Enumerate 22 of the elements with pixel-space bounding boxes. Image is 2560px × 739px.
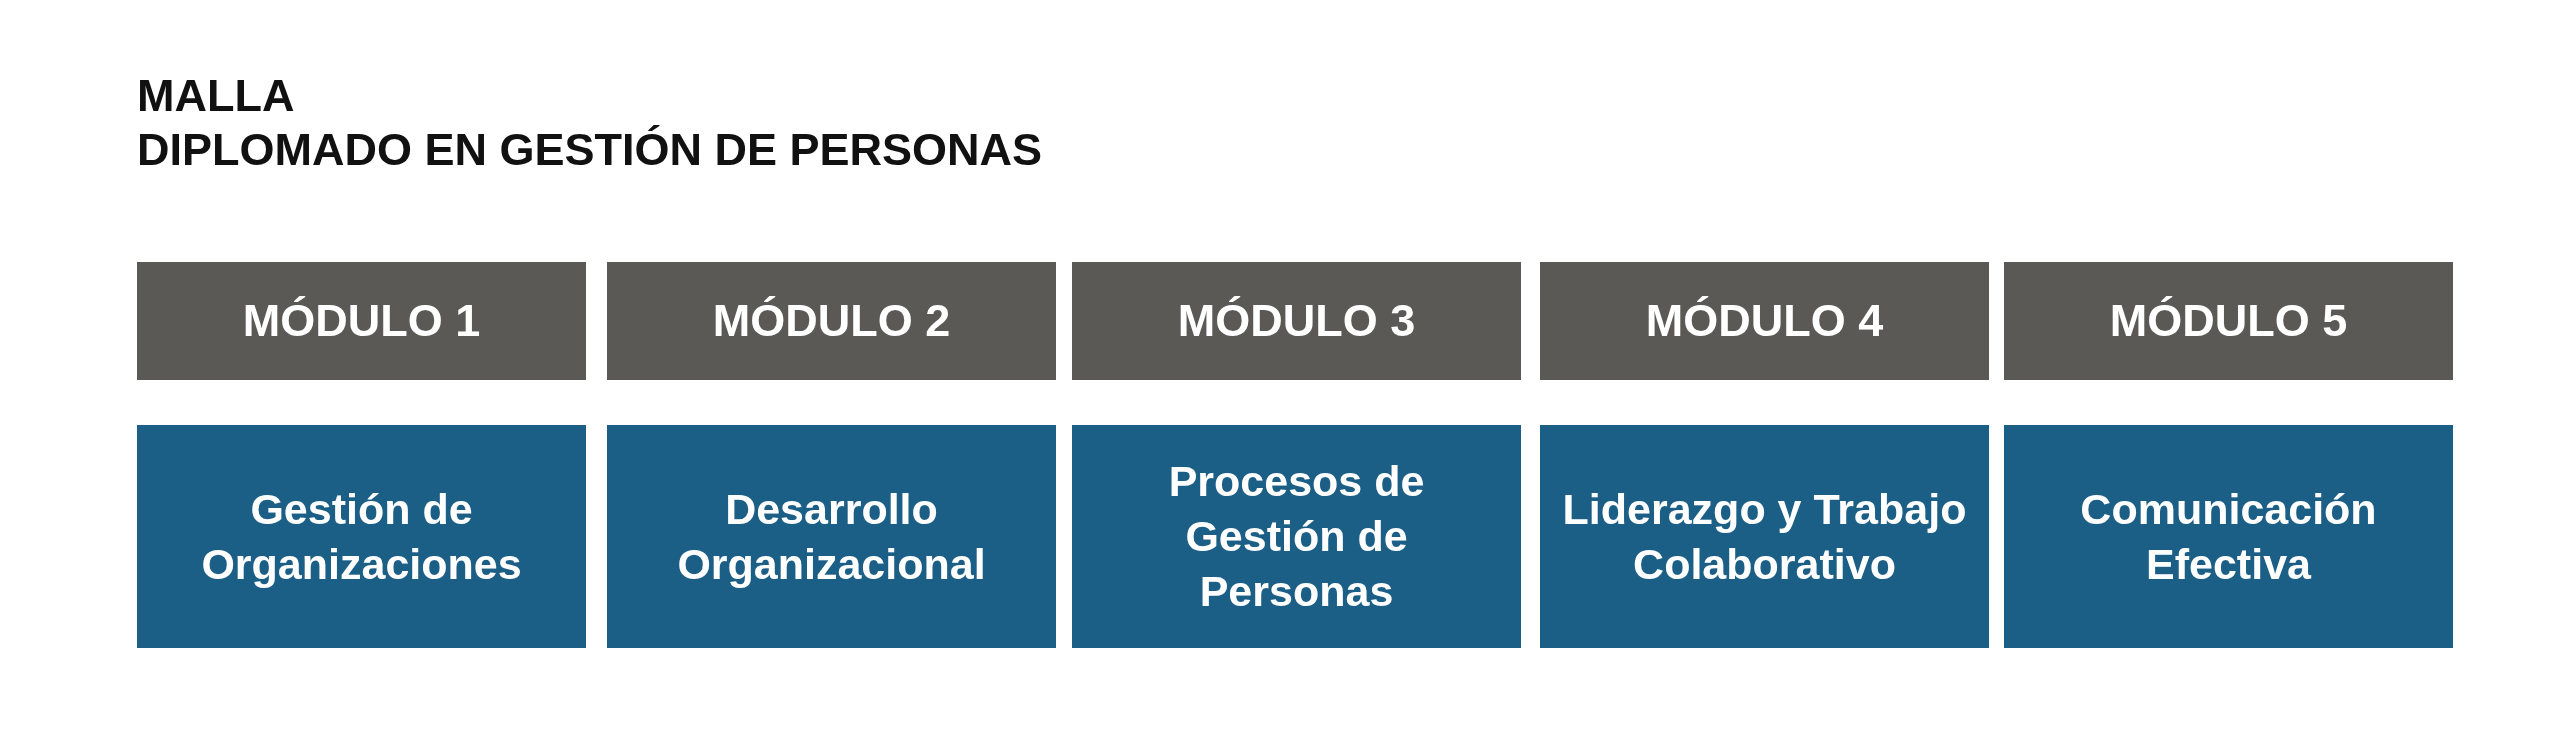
subtitle: DIPLOMADO EN GESTIÓN DE PERSONAS [137,123,1043,177]
module-box [607,425,1056,648]
module-header [607,262,1056,380]
module-title: Procesos de Gestión de Personas [1167,456,1426,617]
module-box [1540,425,1989,648]
module-label: MÓDULO 3 [1177,294,1416,348]
title: MALLA [137,69,295,123]
module-title: Comunicación Efectiva [2079,483,2378,590]
module-label: MÓDULO 1 [242,294,481,348]
module-header [1540,262,1989,380]
module-title: Liderazgo y Trabajo Colaborativo [1561,483,1968,590]
module-header [137,262,586,380]
module-box [2004,425,2453,648]
module-box [137,425,586,648]
module-title: Desarrollo Organizacional [676,483,987,590]
module-label: MÓDULO 4 [1645,294,1884,348]
module-box [1072,425,1521,648]
module-label: MÓDULO 5 [2109,294,2348,348]
module-header [2004,262,2453,380]
module-title: Gestión de Organizaciones [200,483,523,590]
module-label: MÓDULO 2 [712,294,951,348]
module-header [1072,262,1521,380]
